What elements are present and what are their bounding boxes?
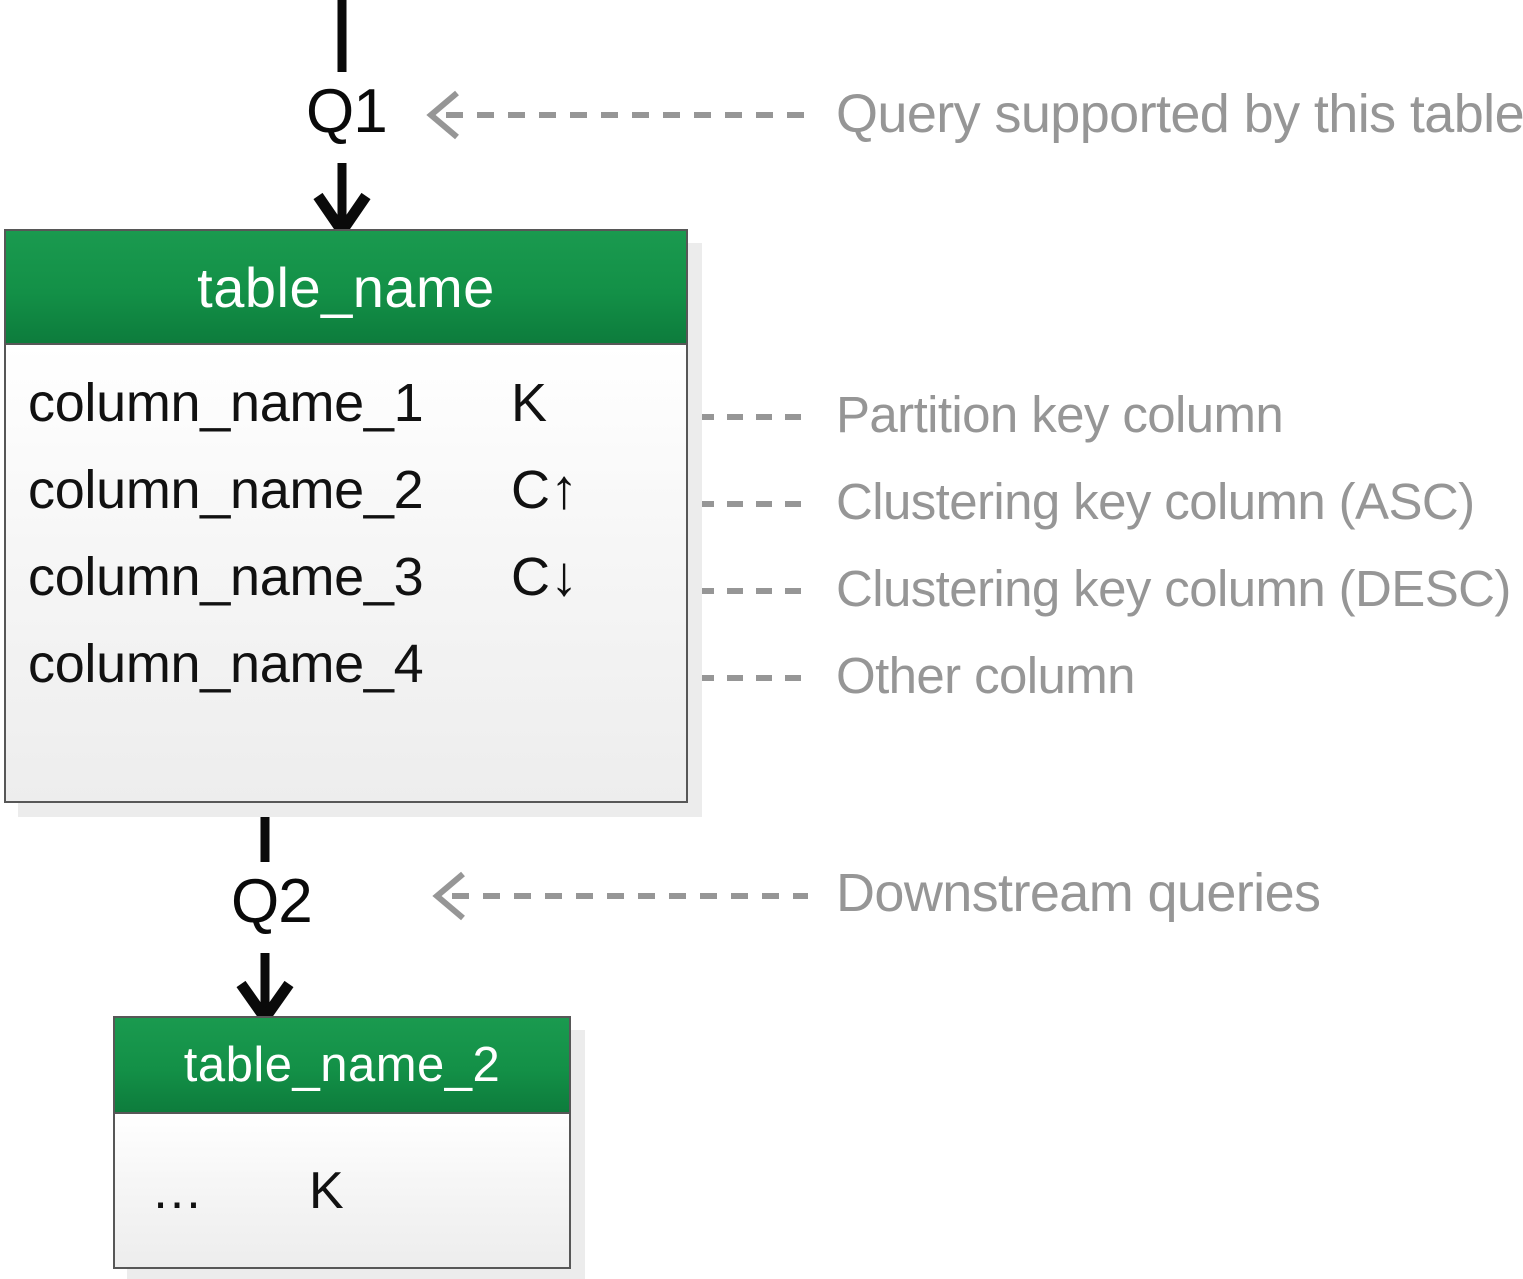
column-name-label: column_name_4 (28, 633, 424, 694)
annotation-label-clustering-key-desc: Clustering key column (DESC) (836, 560, 1511, 617)
annotation-pointer-query (426, 90, 808, 140)
table-columns-main: column_name_1 K column_name_2 C↑ column_… (6, 345, 686, 801)
annotation-pointer-downstream (432, 871, 808, 921)
key-type-letter: K (511, 372, 548, 433)
table-row[interactable]: column_name_2 C↑ (6, 446, 686, 533)
annotation-label-other-column: Other column (836, 647, 1136, 704)
query-label-q2: Q2 (231, 867, 313, 936)
annotation-label-partition-key: Partition key column (836, 386, 1284, 443)
ordering-arrow-down-icon: ↓ (550, 543, 578, 607)
column-name-label: column_name_3 (28, 546, 424, 607)
column-key-marker: C↑ (511, 459, 601, 521)
table-row[interactable]: … K (115, 1114, 569, 1267)
column-key-marker: C↓ (511, 546, 601, 608)
ordering-arrow-up-icon: ↑ (550, 456, 578, 520)
column-key-marker: K (309, 1161, 344, 1220)
table-card-second[interactable]: table_name_2 … K (113, 1016, 571, 1269)
annotation-label-clustering-key-asc: Clustering key column (ASC) (836, 473, 1475, 530)
column-name-label: column_name_2 (28, 459, 424, 520)
table-row[interactable]: column_name_3 C↓ (6, 533, 686, 620)
column-name-label: column_name_1 (28, 372, 424, 433)
key-type-letter: C (511, 459, 550, 520)
annotation-label-query: Query supported by this table (836, 84, 1523, 144)
table-row[interactable]: column_name_1 K (6, 359, 686, 446)
column-name-ellipsis: … (151, 1161, 207, 1220)
query-label-q1: Q1 (306, 77, 388, 146)
table-title-main: table_name (6, 231, 686, 345)
column-key-marker: K (511, 372, 601, 434)
table-title-second: table_name_2 (115, 1018, 569, 1114)
key-type-letter: C (511, 546, 550, 607)
table-row[interactable]: column_name_4 (6, 620, 686, 707)
annotation-label-downstream-queries: Downstream queries (836, 863, 1321, 923)
table-columns-second: … K (115, 1114, 569, 1267)
table-card-main[interactable]: table_name column_name_1 K column_name_2… (4, 229, 688, 803)
